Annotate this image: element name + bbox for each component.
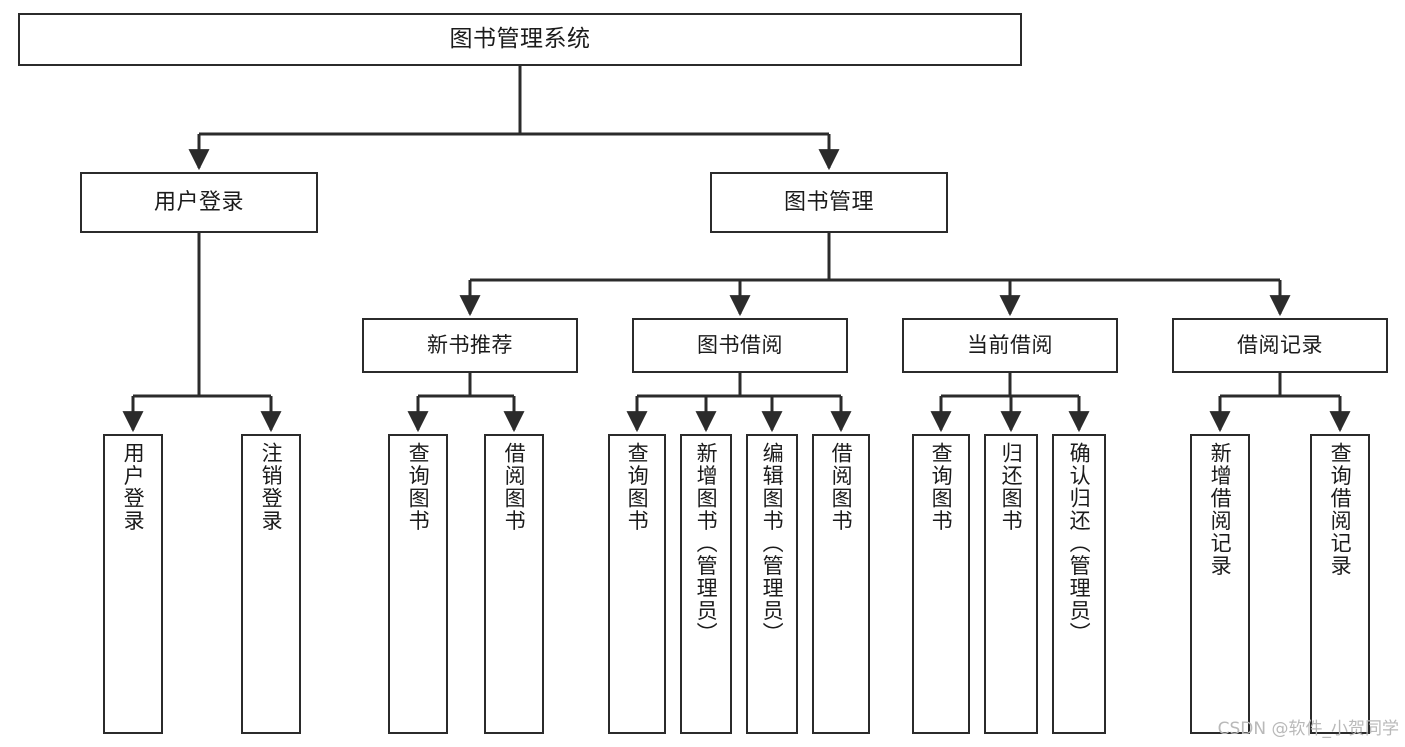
node-l2c[interactable]: 当前借阅: [902, 318, 1118, 373]
node-label: 用户登录: [121, 442, 146, 532]
node-label: 图书管理: [783, 189, 874, 215]
node-l3_bor4[interactable]: 借阅图书: [812, 434, 870, 734]
node-l3_rec1[interactable]: 新增借阅记录: [1190, 434, 1250, 734]
node-label: 注销登录: [259, 442, 284, 532]
node-label: 查询借阅记录: [1328, 442, 1353, 577]
node-label: 编辑图书（管理员）: [760, 442, 785, 645]
node-l3_bor3[interactable]: 编辑图书（管理员）: [746, 434, 798, 734]
root-node[interactable]: 图书管理系统: [18, 13, 1022, 66]
node-label: 新增借阅记录: [1208, 442, 1233, 577]
node-l3_cur1[interactable]: 查询图书: [912, 434, 970, 734]
node-label: 当前借阅: [967, 333, 1053, 358]
node-l2a[interactable]: 新书推荐: [362, 318, 578, 373]
node-l2b[interactable]: 图书借阅: [632, 318, 848, 373]
node-label: 图书管理系统: [449, 25, 591, 52]
node-label: 查询图书: [929, 442, 954, 532]
node-l3_bor2[interactable]: 新增图书（管理员）: [680, 434, 732, 734]
node-label: 图书借阅: [697, 333, 783, 358]
node-label: 查询图书: [625, 442, 650, 532]
node-label: 借阅记录: [1237, 333, 1323, 358]
node-l1b[interactable]: 图书管理: [710, 172, 948, 233]
node-label: 用户登录: [153, 189, 244, 215]
node-l2d[interactable]: 借阅记录: [1172, 318, 1388, 373]
node-label: 借阅图书: [829, 442, 854, 532]
node-label: 新书推荐: [427, 333, 513, 358]
node-l3_bor1[interactable]: 查询图书: [608, 434, 666, 734]
node-l3_new2[interactable]: 借阅图书: [484, 434, 544, 734]
node-l3_cur2[interactable]: 归还图书: [984, 434, 1038, 734]
node-label: 借阅图书: [502, 442, 527, 532]
node-label: 确认归还（管理员）: [1067, 442, 1092, 645]
node-label: 查询图书: [406, 442, 431, 532]
node-label: 归还图书: [999, 442, 1024, 532]
node-label: 新增图书（管理员）: [694, 442, 719, 645]
node-l3_new1[interactable]: 查询图书: [388, 434, 448, 734]
node-l3_cur3[interactable]: 确认归还（管理员）: [1052, 434, 1106, 734]
node-l3_rec2[interactable]: 查询借阅记录: [1310, 434, 1370, 734]
node-l3_login1[interactable]: 用户登录: [103, 434, 163, 734]
watermark: CSDN @软件_小贺同学: [1217, 719, 1399, 739]
node-l3_login2[interactable]: 注销登录: [241, 434, 301, 734]
node-l1a[interactable]: 用户登录: [80, 172, 318, 233]
